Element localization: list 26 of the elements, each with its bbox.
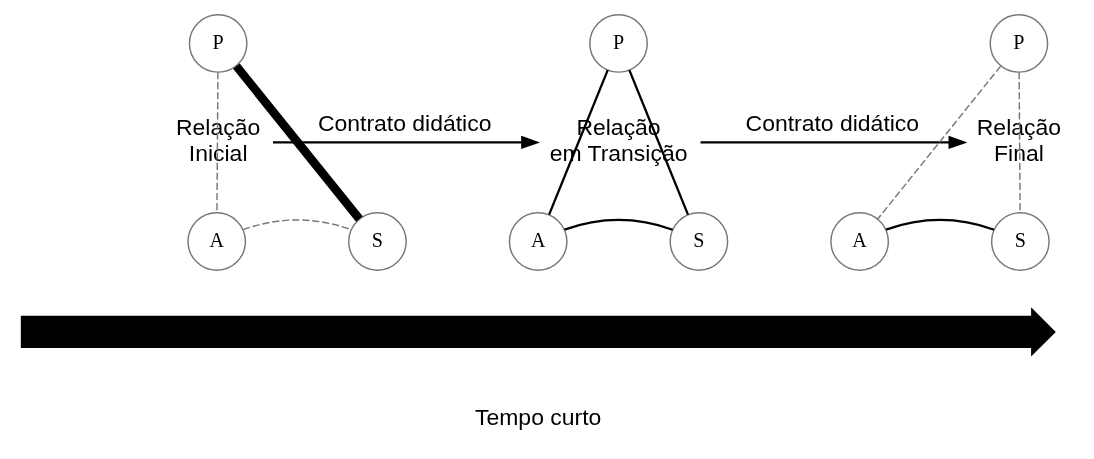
connector	[232, 62, 363, 222]
connector	[627, 69, 689, 215]
node-circle: P	[588, 13, 648, 73]
connector	[563, 218, 673, 231]
connector	[1017, 71, 1021, 213]
connector	[547, 69, 609, 215]
connector	[215, 71, 219, 213]
edge-label: Contrato didático	[745, 109, 919, 136]
arrow	[272, 135, 540, 149]
node-circle: S	[990, 211, 1050, 271]
label: Tempo curto	[474, 403, 601, 430]
edge-label: Contrato didático	[317, 109, 491, 136]
arrow	[700, 135, 967, 149]
connector	[885, 218, 994, 231]
node-circle: A	[186, 211, 246, 271]
node-circle: P	[188, 13, 248, 73]
node-circle: P	[989, 13, 1048, 73]
node-circle: S	[669, 211, 728, 271]
node-circle: S	[347, 211, 407, 271]
connector	[876, 64, 1001, 220]
node-text: Relação Inicial	[175, 113, 260, 166]
node-text: Relação Final	[976, 113, 1061, 166]
connector	[241, 218, 352, 230]
node-circle: A	[508, 211, 568, 271]
node-arrow	[20, 306, 1056, 357]
node-circle: A	[829, 211, 889, 271]
